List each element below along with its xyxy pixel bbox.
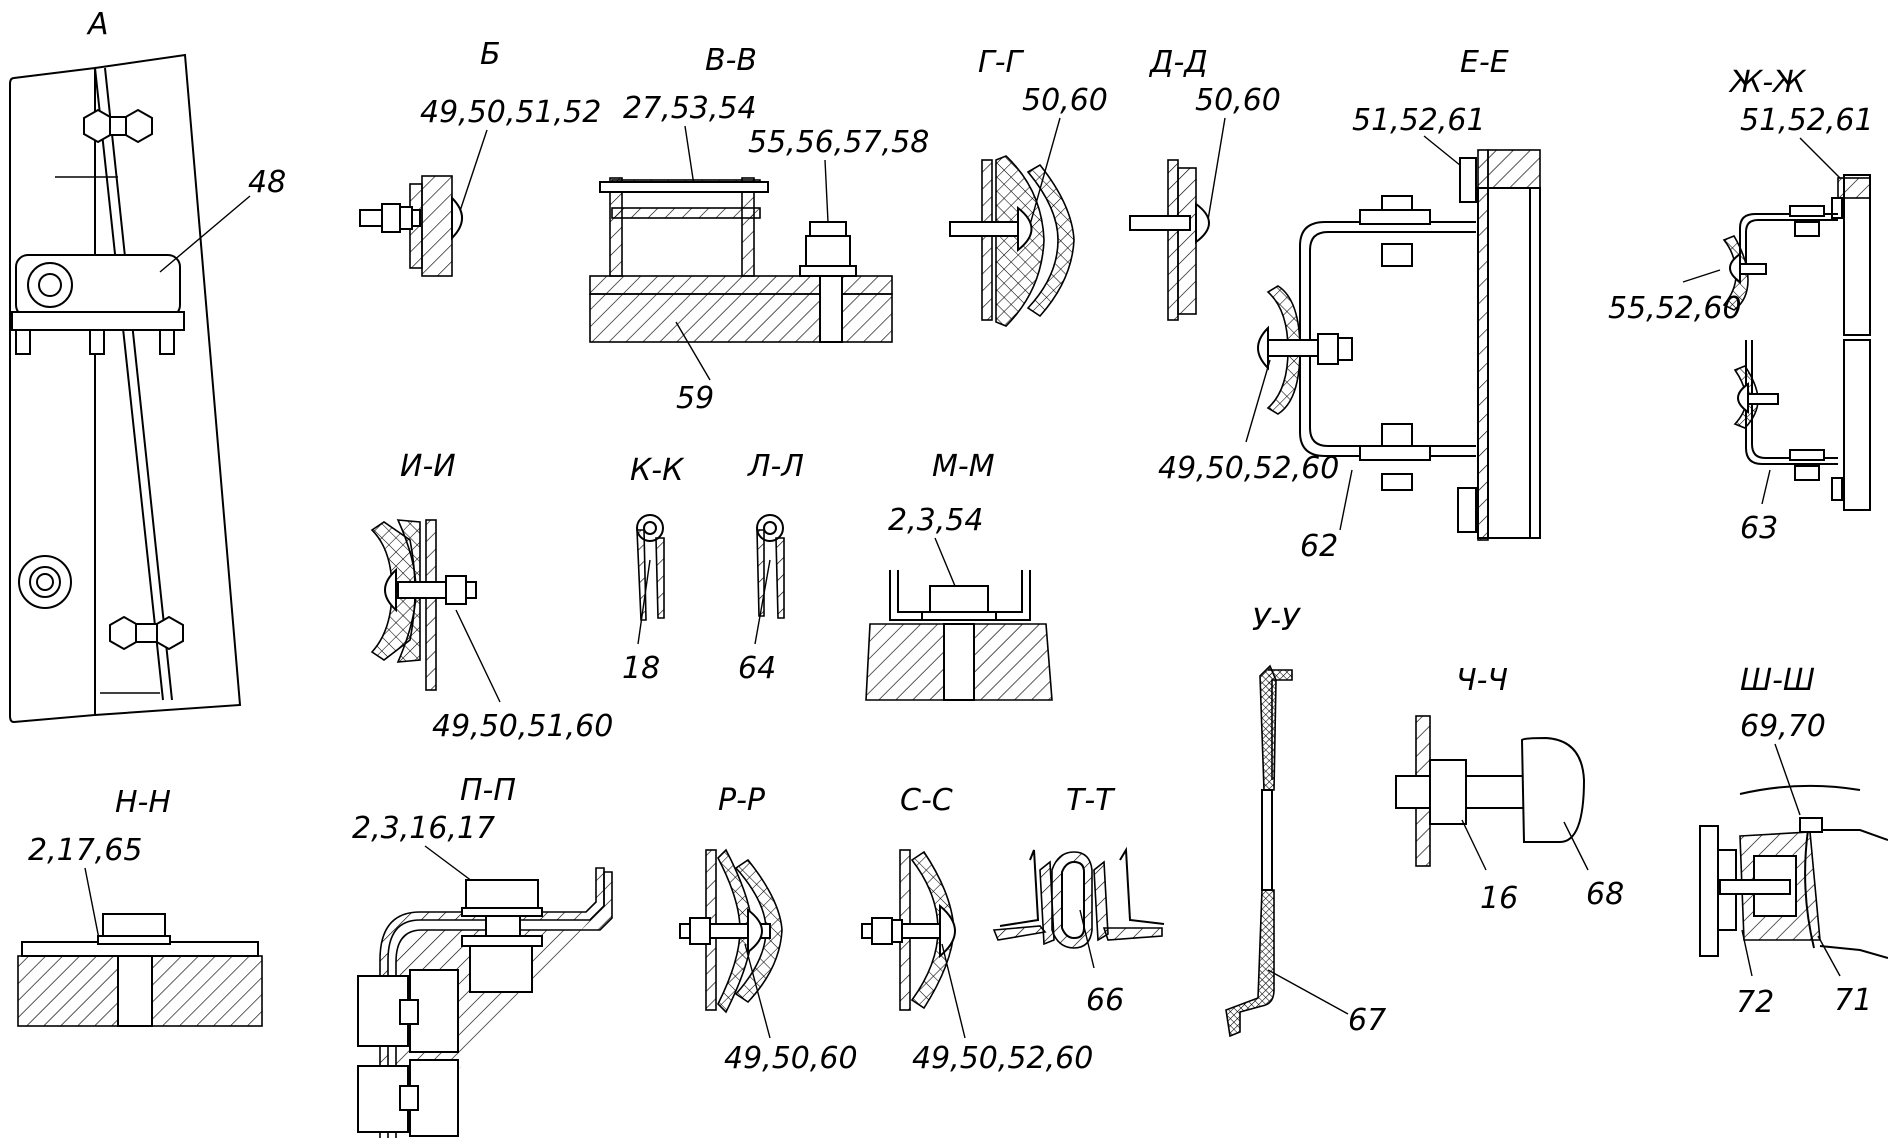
view-m-title: М-М [932, 449, 995, 484]
label-72: 72 [1736, 985, 1774, 1020]
view-u: У-У 67 [1225, 603, 1386, 1038]
view-ch: Ч-Ч 16 68 [1395, 663, 1624, 916]
view-n: Н-Н 2,17,65 [17, 785, 263, 1027]
label-49-50-52-60: 49,50,52,60 [912, 1041, 1093, 1076]
view-v-title: В-В [705, 43, 757, 78]
view-b: Б 49,50,51,52 [359, 37, 601, 277]
view-g: Г-Г 50,60 [949, 45, 1108, 327]
view-i-title: И-И [400, 449, 456, 484]
view-r: Р-Р 49,50,60 [679, 783, 858, 1076]
view-e: Е-Е 51,52,61 49,50,52,60 62 [1158, 45, 1541, 564]
view-p: П-П 2,3,16,17 [352, 773, 613, 1138]
view-l: Л-Л 64 [738, 449, 804, 686]
label-d-50-60: 50,60 [1195, 83, 1281, 118]
label-49-50-60: 49,50,60 [724, 1041, 858, 1076]
view-k: К-К 18 [622, 453, 685, 686]
label-16: 16 [1480, 881, 1518, 916]
label-27-53-54: 27,53,54 [623, 91, 757, 126]
label-66: 66 [1086, 983, 1124, 1018]
view-b-title: Б [480, 37, 501, 72]
view-d: Д-Д 50,60 [1129, 45, 1281, 321]
view-l-title: Л-Л [747, 449, 804, 484]
label-63: 63 [1740, 511, 1778, 546]
view-r-title: Р-Р [718, 783, 766, 818]
view-sh: Ш-Ш 69,70 72 71 [1699, 663, 1888, 1020]
label-e-51-52-61: 51,52,61 [1352, 103, 1486, 138]
view-zh: Ж-Ж 51,52,61 55,52,60 63 [1608, 65, 1874, 546]
view-g-title: Г-Г [978, 45, 1025, 80]
label-b-49-50-51-52: 49,50,51,52 [420, 95, 601, 130]
view-a-title: А [86, 7, 109, 42]
label-zh-51-52-61: 51,52,61 [1740, 103, 1874, 138]
view-m: М-М 2,3,54 [865, 449, 1053, 701]
label-64: 64 [738, 651, 776, 686]
view-d-title: Д-Д [1148, 45, 1208, 80]
label-71: 71 [1834, 983, 1872, 1018]
view-a: А 48 [9, 7, 286, 724]
label-69-70: 69,70 [1740, 709, 1826, 744]
view-s-title: С-С [900, 783, 953, 818]
label-e-49-50-52-60: 49,50,52,60 [1158, 451, 1339, 486]
label-18: 18 [622, 651, 660, 686]
label-g-50-60: 50,60 [1022, 83, 1108, 118]
label-55-56-57-58: 55,56,57,58 [748, 125, 929, 160]
label-67: 67 [1348, 1003, 1386, 1038]
label-55-52-60: 55,52,60 [1608, 291, 1742, 326]
view-t-title: Т-Т [1066, 783, 1116, 818]
view-sh-title: Ш-Ш [1740, 663, 1815, 698]
label-2-3-16-17: 2,3,16,17 [352, 811, 495, 846]
view-e-title: Е-Е [1460, 45, 1509, 80]
view-s: С-С 49,50,52,60 [861, 783, 1093, 1076]
view-p-title: П-П [460, 773, 516, 808]
label-68: 68 [1586, 877, 1624, 912]
label-2-3-54: 2,3,54 [888, 503, 983, 538]
label-48: 48 [248, 165, 286, 200]
view-ch-title: Ч-Ч [1456, 663, 1508, 698]
label-62: 62 [1300, 529, 1338, 564]
view-k-title: К-К [630, 453, 685, 488]
view-u-title: У-У [1252, 603, 1301, 638]
view-i: И-И 49,50,51,60 [370, 449, 613, 744]
label-49-50-51-60: 49,50,51,60 [432, 709, 613, 744]
view-v: В-В 27,53,54 55,56,57,58 59 [589, 43, 929, 416]
view-zh-title: Ж-Ж [1728, 65, 1807, 100]
label-2-17-65: 2,17,65 [28, 833, 143, 868]
view-t: Т-Т 66 [992, 783, 1165, 1018]
view-n-title: Н-Н [115, 785, 171, 820]
label-59: 59 [676, 381, 714, 416]
